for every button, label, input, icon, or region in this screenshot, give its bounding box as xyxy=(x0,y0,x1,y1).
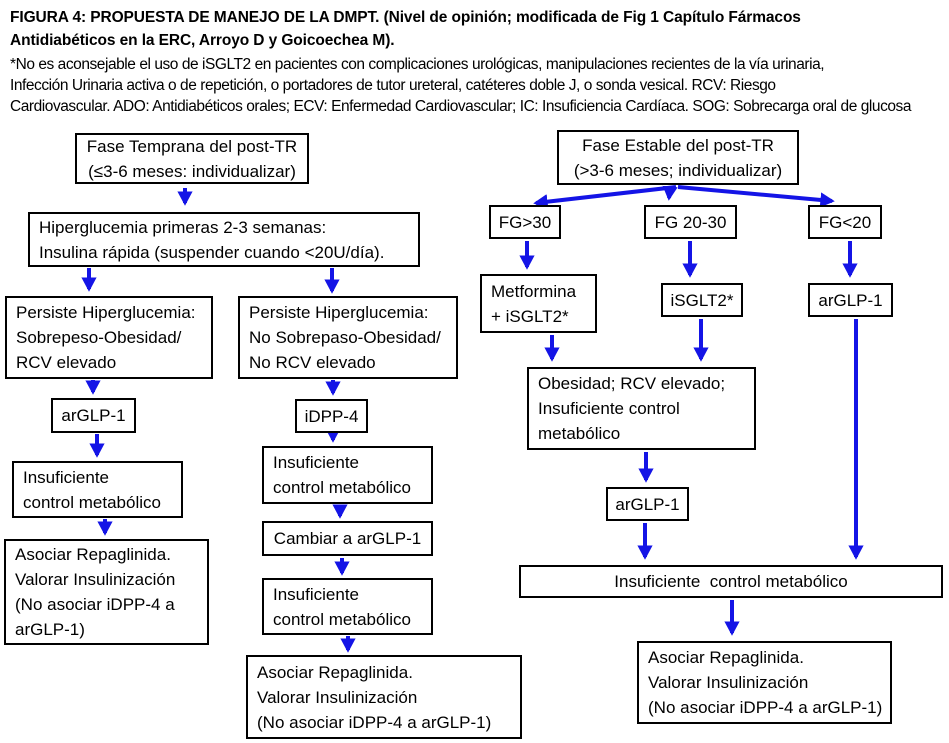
arrow xyxy=(677,185,835,208)
arrow xyxy=(662,185,678,201)
node-fg-gt30: FG>30 xyxy=(489,205,561,239)
node-cambiar-arglp1: Cambiar a arGLP-1 xyxy=(262,521,433,556)
node-metformina-isglt2: Metformina + iSGLT2* xyxy=(480,274,597,333)
node-hiperglucemia-semanas: Hiperglucemia primeras 2-3 semanas: Insu… xyxy=(28,212,420,267)
node-persiste-sobrepeso: Persiste Hiperglucemia: Sobrepeso-Obesid… xyxy=(5,296,213,379)
node-asociar-repaglinida-right: Asociar Repaglinida. Valorar Insulinizac… xyxy=(637,641,892,724)
node-asociar-repaglinida-mid: Asociar Repaglinida. Valorar Insulinizac… xyxy=(246,655,522,739)
node-insuficiente-left: Insuficiente control metabólico xyxy=(12,461,183,518)
node-arglp1-fg20: arGLP-1 xyxy=(808,283,893,317)
node-asociar-repaglinida-left: Asociar Repaglinida. Valorar Insulinizac… xyxy=(4,539,209,645)
figure-header: FIGURA 4: PROPUESTA DE MANEJO DE LA DMPT… xyxy=(10,6,946,117)
node-idpp4: iDPP-4 xyxy=(295,399,368,433)
node-insuficiente-mid-1: Insuficiente control metabólico xyxy=(262,446,433,504)
node-insuficiente-wide: Insuficiente control metabólico xyxy=(519,565,943,598)
node-arglp1-left: arGLP-1 xyxy=(51,398,136,433)
arrow xyxy=(533,185,677,210)
node-obesidad-rcv: Obesidad; RCV elevado; Insuficiente cont… xyxy=(527,367,756,450)
node-arglp1-mid: arGLP-1 xyxy=(606,487,689,521)
node-persiste-no-sobrepeso: Persiste Hiperglucemia: No Sobrepaso-Obe… xyxy=(238,296,458,379)
node-fase-estable: Fase Estable del post-TR (>3-6 meses; in… xyxy=(557,130,799,185)
figure-title: FIGURA 4: PROPUESTA DE MANEJO DE LA DMPT… xyxy=(10,9,801,49)
node-fg-20-30: FG 20-30 xyxy=(644,205,737,239)
figure-footnote: *No es aconsejable el uso de iSGLT2 en p… xyxy=(10,56,912,115)
node-fg-lt20: FG<20 xyxy=(808,205,882,239)
node-fase-temprana: Fase Temprana del post-TR (≤3-6 meses: i… xyxy=(75,133,309,184)
node-isglt2: iSGLT2* xyxy=(661,283,743,317)
node-insuficiente-mid-2: Insuficiente control metabólico xyxy=(262,578,433,635)
